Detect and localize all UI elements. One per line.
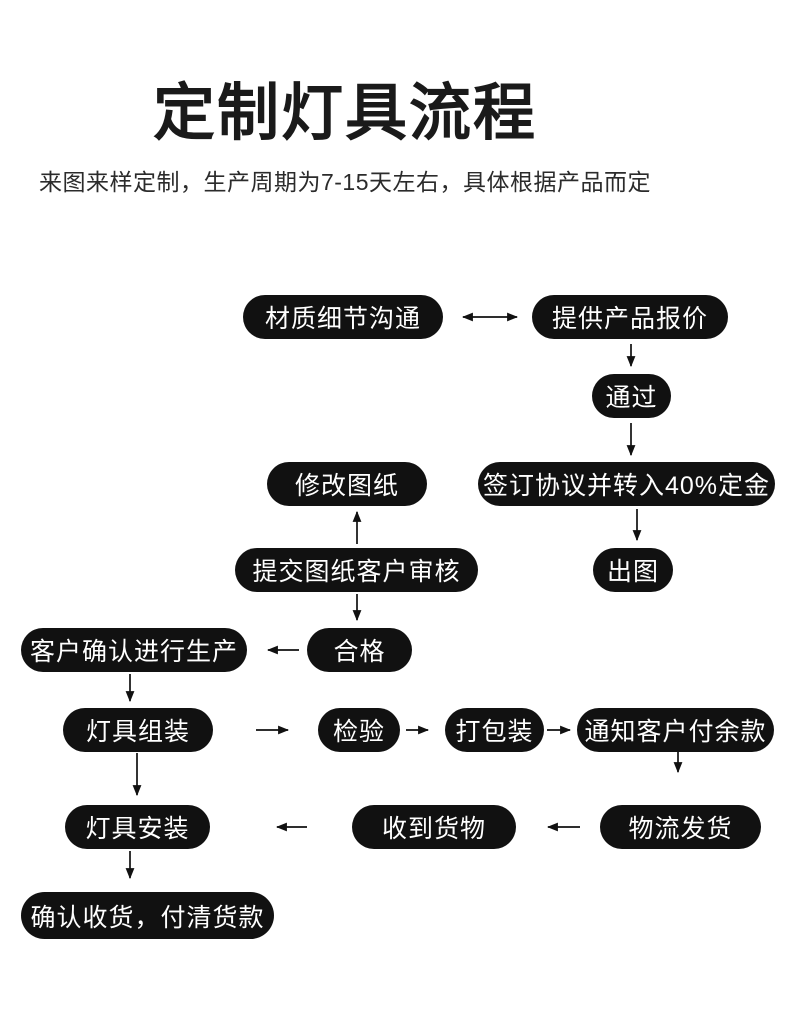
flow-node-packing: 打包装 bbox=[445, 708, 544, 752]
flow-node-inspection: 检验 bbox=[318, 708, 400, 752]
flow-node-receive-goods: 收到货物 bbox=[352, 805, 516, 849]
flow-node-product-quote: 提供产品报价 bbox=[532, 295, 728, 339]
flow-node-confirm-receipt-pay-balance: 确认收货，付清货款 bbox=[21, 892, 274, 939]
page-subtitle: 来图来样定制，生产周期为7-15天左右，具体根据产品而定 bbox=[38, 169, 652, 196]
flow-node-logistics-shipping: 物流发货 bbox=[600, 805, 761, 849]
flow-node-modify-drawing: 修改图纸 bbox=[267, 462, 427, 506]
flow-node-notify-balance-payment: 通知客户付余款 bbox=[577, 708, 774, 752]
flow-node-lamp-installation: 灯具安装 bbox=[65, 805, 210, 849]
flow-node-pass: 通过 bbox=[592, 374, 671, 418]
flow-node-material-communication: 材质细节沟通 bbox=[243, 295, 443, 339]
page-title: 定制灯具流程 bbox=[152, 79, 537, 148]
flow-node-qualified: 合格 bbox=[307, 628, 412, 672]
flow-node-submit-drawing-review: 提交图纸客户审核 bbox=[235, 548, 478, 592]
page-header: 定制灯具流程 来图来样定制，生产周期为7-15天左右，具体根据产品而定 bbox=[0, 78, 690, 197]
flow-node-sign-agreement-deposit: 签订协议并转入40%定金 bbox=[478, 462, 775, 506]
flow-node-customer-confirm-production: 客户确认进行生产 bbox=[21, 628, 247, 672]
flow-node-lamp-assembly: 灯具组装 bbox=[63, 708, 213, 752]
flow-node-produce-drawing: 出图 bbox=[593, 548, 673, 592]
